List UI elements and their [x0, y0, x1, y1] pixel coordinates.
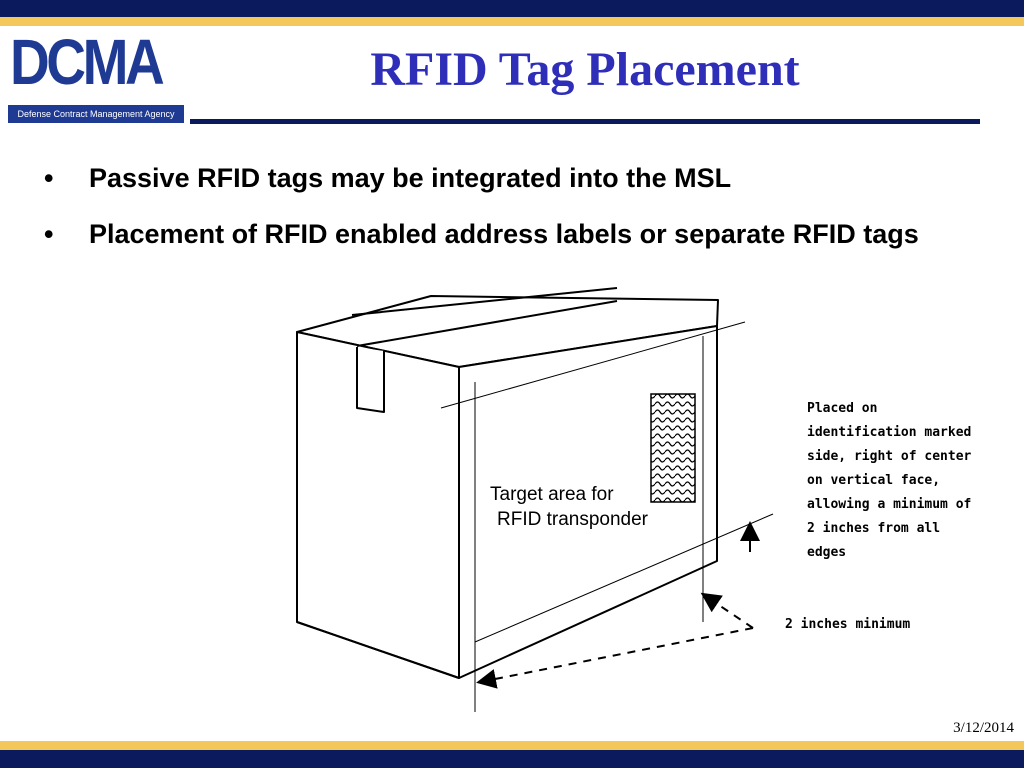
placement-note: Placed on identification marked side, ri… [807, 401, 972, 560]
guide-lines [440, 321, 774, 712]
rfid-box-diagram: Target area for RFID transponder Placed … [245, 272, 1024, 718]
bullet-list: • Passive RFID tags may be integrated in… [44, 152, 1004, 264]
target-label-line1: Target area for [490, 484, 614, 505]
min-distance-label: 2 inches minimum [785, 617, 910, 632]
dcma-logo: DCMA Defense Contract Management Agency [8, 30, 188, 126]
box-bottom-edge [296, 621, 460, 679]
bullet-text: Passive RFID tags may be integrated into… [89, 163, 732, 193]
logo-text: DCMA [10, 26, 165, 98]
slide-title: RFID Tag Placement [370, 43, 800, 96]
dashed-pointers [476, 592, 754, 689]
tape-line [356, 300, 618, 347]
note-line: 2 inches from all [807, 521, 940, 536]
title-divider [190, 119, 980, 124]
note-line: allowing a minimum of [807, 497, 971, 512]
note-line: identification marked [807, 425, 971, 440]
slide-date: 3/12/2014 [953, 720, 1014, 736]
bottom-navy-band [0, 750, 1024, 768]
note-line: Placed on [807, 401, 877, 416]
top-gold-band [0, 17, 1024, 26]
target-label: Target area for RFID transponder [490, 484, 649, 530]
guide-line [440, 321, 746, 409]
bullet-marker: • [44, 219, 54, 249]
tape-flap [356, 347, 385, 413]
note-line: on vertical face, [807, 473, 940, 488]
bullet-text: Placement of RFID enabled address labels… [89, 219, 919, 249]
rfid-transponder-target [650, 393, 696, 503]
dashed-arrow [700, 592, 754, 629]
bottom-gold-band [0, 741, 1024, 750]
bullet-item: • Passive RFID tags may be integrated in… [44, 152, 1004, 204]
logo-subtitle: Defense Contract Management Agency [8, 105, 184, 123]
bullet-marker: • [44, 163, 54, 193]
guide-line [474, 513, 774, 643]
target-label-line2: RFID transponder [497, 509, 649, 530]
note-line: side, right of center [807, 449, 972, 464]
dashed-arrow [476, 627, 754, 689]
note-line: edges [807, 545, 846, 560]
top-navy-band [0, 0, 1024, 17]
bullet-item: • Placement of RFID enabled address labe… [44, 208, 1004, 260]
tape-line [351, 287, 618, 316]
